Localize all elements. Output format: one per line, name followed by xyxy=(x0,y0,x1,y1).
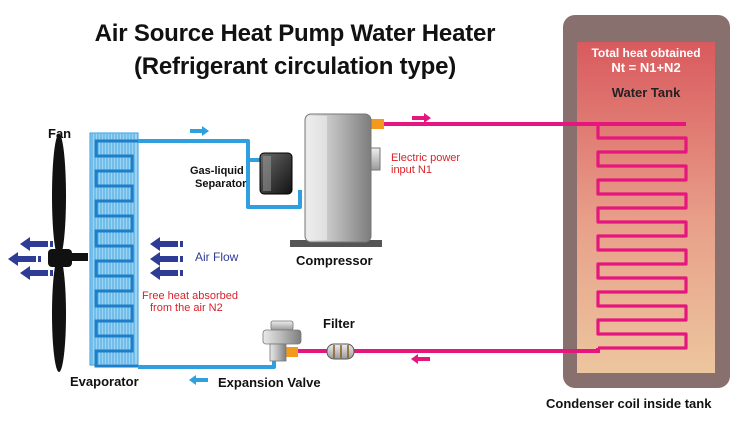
condenser-coil-icon xyxy=(596,122,688,350)
expansion-valve-label: Expansion Valve xyxy=(218,375,321,390)
tank-total-heat: Total heat obtained xyxy=(591,46,701,60)
diagram-title: Air Source Heat Pump Water Heater xyxy=(94,20,496,47)
free-heat-label-1: Free heat absorbed xyxy=(142,290,239,302)
free-heat-label-2: from the air N2 xyxy=(150,302,223,314)
air-flow-arrow-icon xyxy=(8,237,53,280)
fan-icon xyxy=(48,134,88,372)
evaporator-coil-icon xyxy=(89,132,139,368)
separator-label-2: Separator xyxy=(195,178,247,190)
filter-label: Filter xyxy=(323,316,355,331)
diagram-subtitle: (Refrigerant circulation type) xyxy=(133,53,457,80)
compressor-icon xyxy=(290,113,382,247)
separator-label-1: Gas-liquid xyxy=(190,165,244,177)
tank-name: Water Tank xyxy=(611,85,681,100)
electric-power-label-2: input N1 xyxy=(391,164,432,176)
evaporator-label: Evaporator xyxy=(70,374,139,389)
separator-icon xyxy=(259,152,293,195)
filter-icon xyxy=(326,343,355,360)
electric-power-label-1: Electric power xyxy=(391,152,461,164)
pipe-fitting xyxy=(371,119,384,129)
fan-label: Fan xyxy=(48,126,72,141)
expansion-valve-icon xyxy=(262,320,302,362)
air-flow-arrow-icon xyxy=(150,237,183,280)
flow-arrow-icon xyxy=(189,113,431,385)
pipe-fitting xyxy=(284,347,298,357)
hot-line-top xyxy=(371,119,686,129)
tank-formula: Nt = N1+N2 xyxy=(611,60,681,75)
condenser-label: Condenser coil inside tank xyxy=(546,396,712,411)
compressor-label: Compressor xyxy=(296,253,373,268)
air-flow-label: Air Flow xyxy=(195,250,239,264)
cold-lines xyxy=(138,139,302,369)
